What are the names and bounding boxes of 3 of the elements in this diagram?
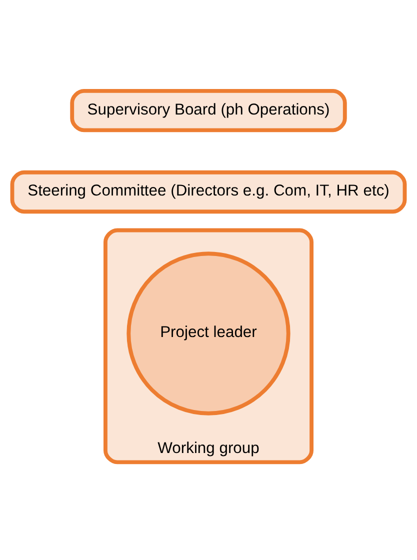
node-circle: Project leader [126,251,290,415]
node-box: Steering Committee (Directors e.g. Com, IT, HR etc) [10,170,407,214]
node-box: Supervisory Board (ph Operations) [70,88,347,132]
